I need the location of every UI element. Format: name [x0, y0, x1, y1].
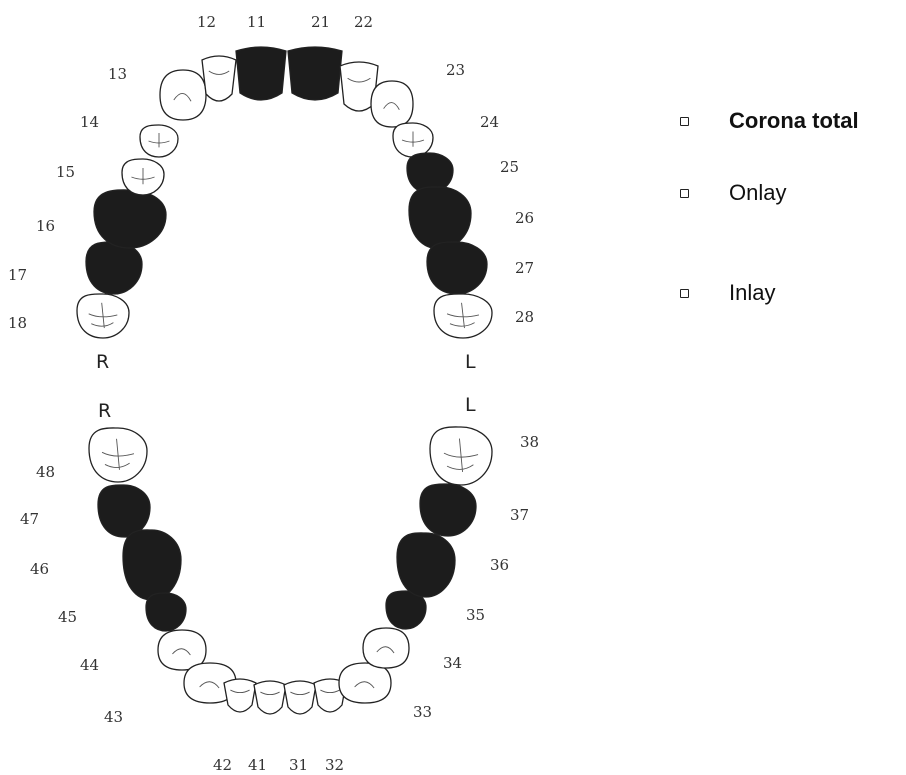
tooth-13[interactable]	[160, 70, 206, 120]
tooth-number-45: 45	[58, 608, 77, 626]
tooth-outline	[284, 681, 316, 714]
tooth-42[interactable]	[224, 679, 256, 712]
tooth-outline	[86, 242, 142, 294]
lower-left-label: L	[465, 394, 476, 416]
tooth-46[interactable]	[123, 530, 181, 600]
tooth-outline	[397, 533, 455, 597]
tooth-38[interactable]	[430, 427, 492, 485]
tooth-number-26: 26	[515, 209, 534, 227]
tooth-number-21: 21	[311, 13, 330, 31]
tooth-33[interactable]	[339, 663, 391, 703]
tooth-outline	[420, 484, 476, 536]
tooth-27[interactable]	[427, 242, 487, 294]
tooth-outline	[339, 663, 391, 703]
tooth-outline	[236, 47, 286, 100]
tooth-12[interactable]	[202, 56, 236, 101]
tooth-number-48: 48	[36, 463, 55, 481]
tooth-number-32: 32	[325, 756, 344, 774]
tooth-number-23: 23	[446, 61, 465, 79]
tooth-number-44: 44	[80, 656, 99, 674]
tooth-23[interactable]	[371, 81, 413, 127]
tooth-number-16: 16	[36, 217, 55, 235]
tooth-number-46: 46	[30, 560, 49, 578]
tooth-number-47: 47	[20, 510, 39, 528]
checkbox-icon[interactable]	[680, 289, 689, 298]
tooth-45[interactable]	[146, 593, 186, 631]
tooth-21[interactable]	[288, 47, 342, 100]
tooth-31[interactable]	[284, 681, 316, 714]
lower-right-label: R	[98, 400, 111, 422]
tooth-number-18: 18	[8, 314, 27, 332]
tooth-outline	[224, 679, 256, 712]
tooth-number-28: 28	[515, 308, 534, 326]
tooth-number-25: 25	[500, 158, 519, 176]
tooth-37[interactable]	[420, 484, 476, 536]
tooth-number-43: 43	[104, 708, 123, 726]
tooth-number-38: 38	[520, 433, 539, 451]
tooth-11[interactable]	[236, 47, 286, 100]
legend-item-inlay: Inlay	[680, 280, 775, 306]
tooth-47[interactable]	[98, 485, 150, 537]
legend-label: Corona total	[729, 108, 859, 134]
tooth-number-24: 24	[480, 113, 499, 131]
tooth-17[interactable]	[86, 242, 142, 294]
tooth-outline	[288, 47, 342, 100]
tooth-number-33: 33	[413, 703, 432, 721]
tooth-number-36: 36	[490, 556, 509, 574]
tooth-24[interactable]	[393, 123, 433, 157]
tooth-numbers: 18 17 16 15 14 13 12 11 21 22 23 24 25 26 27 28 48 47 46 45…	[8, 13, 539, 774]
tooth-26[interactable]	[409, 187, 471, 249]
tooth-outline	[427, 242, 487, 294]
tooth-outline	[371, 81, 413, 127]
tooth-number-13: 13	[108, 65, 127, 83]
legend-item-corona-total: Corona total	[680, 108, 859, 134]
tooth-outline	[94, 190, 166, 248]
legend-label: Inlay	[729, 280, 775, 306]
tooth-number-17: 17	[8, 266, 27, 284]
tooth-number-31: 31	[289, 756, 308, 774]
tooth-outline	[202, 56, 236, 101]
tooth-18[interactable]	[77, 294, 129, 338]
checkbox-icon[interactable]	[680, 189, 689, 198]
tooth-36[interactable]	[397, 533, 455, 597]
lower-arch	[89, 427, 492, 714]
legend-label: Onlay	[729, 180, 786, 206]
tooth-outline	[363, 628, 409, 668]
tooth-number-41: 41	[248, 756, 267, 774]
tooth-number-14: 14	[80, 113, 99, 131]
tooth-number-22: 22	[354, 13, 373, 31]
tooth-outline	[146, 593, 186, 631]
tooth-28[interactable]	[434, 294, 492, 338]
tooth-number-37: 37	[510, 506, 529, 524]
tooth-number-11: 11	[247, 13, 266, 31]
tooth-14[interactable]	[140, 125, 178, 157]
tooth-number-42: 42	[213, 756, 232, 774]
tooth-15[interactable]	[122, 159, 164, 195]
tooth-number-15: 15	[56, 163, 75, 181]
tooth-number-27: 27	[515, 259, 534, 277]
tooth-number-12: 12	[197, 13, 216, 31]
tooth-outline	[409, 187, 471, 249]
tooth-48[interactable]	[89, 428, 147, 482]
tooth-outline	[123, 530, 181, 600]
upper-arch	[77, 47, 492, 338]
tooth-41[interactable]	[254, 681, 286, 714]
legend-item-onlay: Onlay	[680, 180, 786, 206]
tooth-number-35: 35	[466, 606, 485, 624]
upper-right-label: R	[96, 351, 109, 373]
tooth-outline	[160, 70, 206, 120]
tooth-34[interactable]	[363, 628, 409, 668]
tooth-16[interactable]	[94, 190, 166, 248]
tooth-outline	[98, 485, 150, 537]
upper-left-label: L	[465, 351, 476, 373]
checkbox-icon[interactable]	[680, 117, 689, 126]
tooth-outline	[254, 681, 286, 714]
tooth-number-34: 34	[443, 654, 462, 672]
